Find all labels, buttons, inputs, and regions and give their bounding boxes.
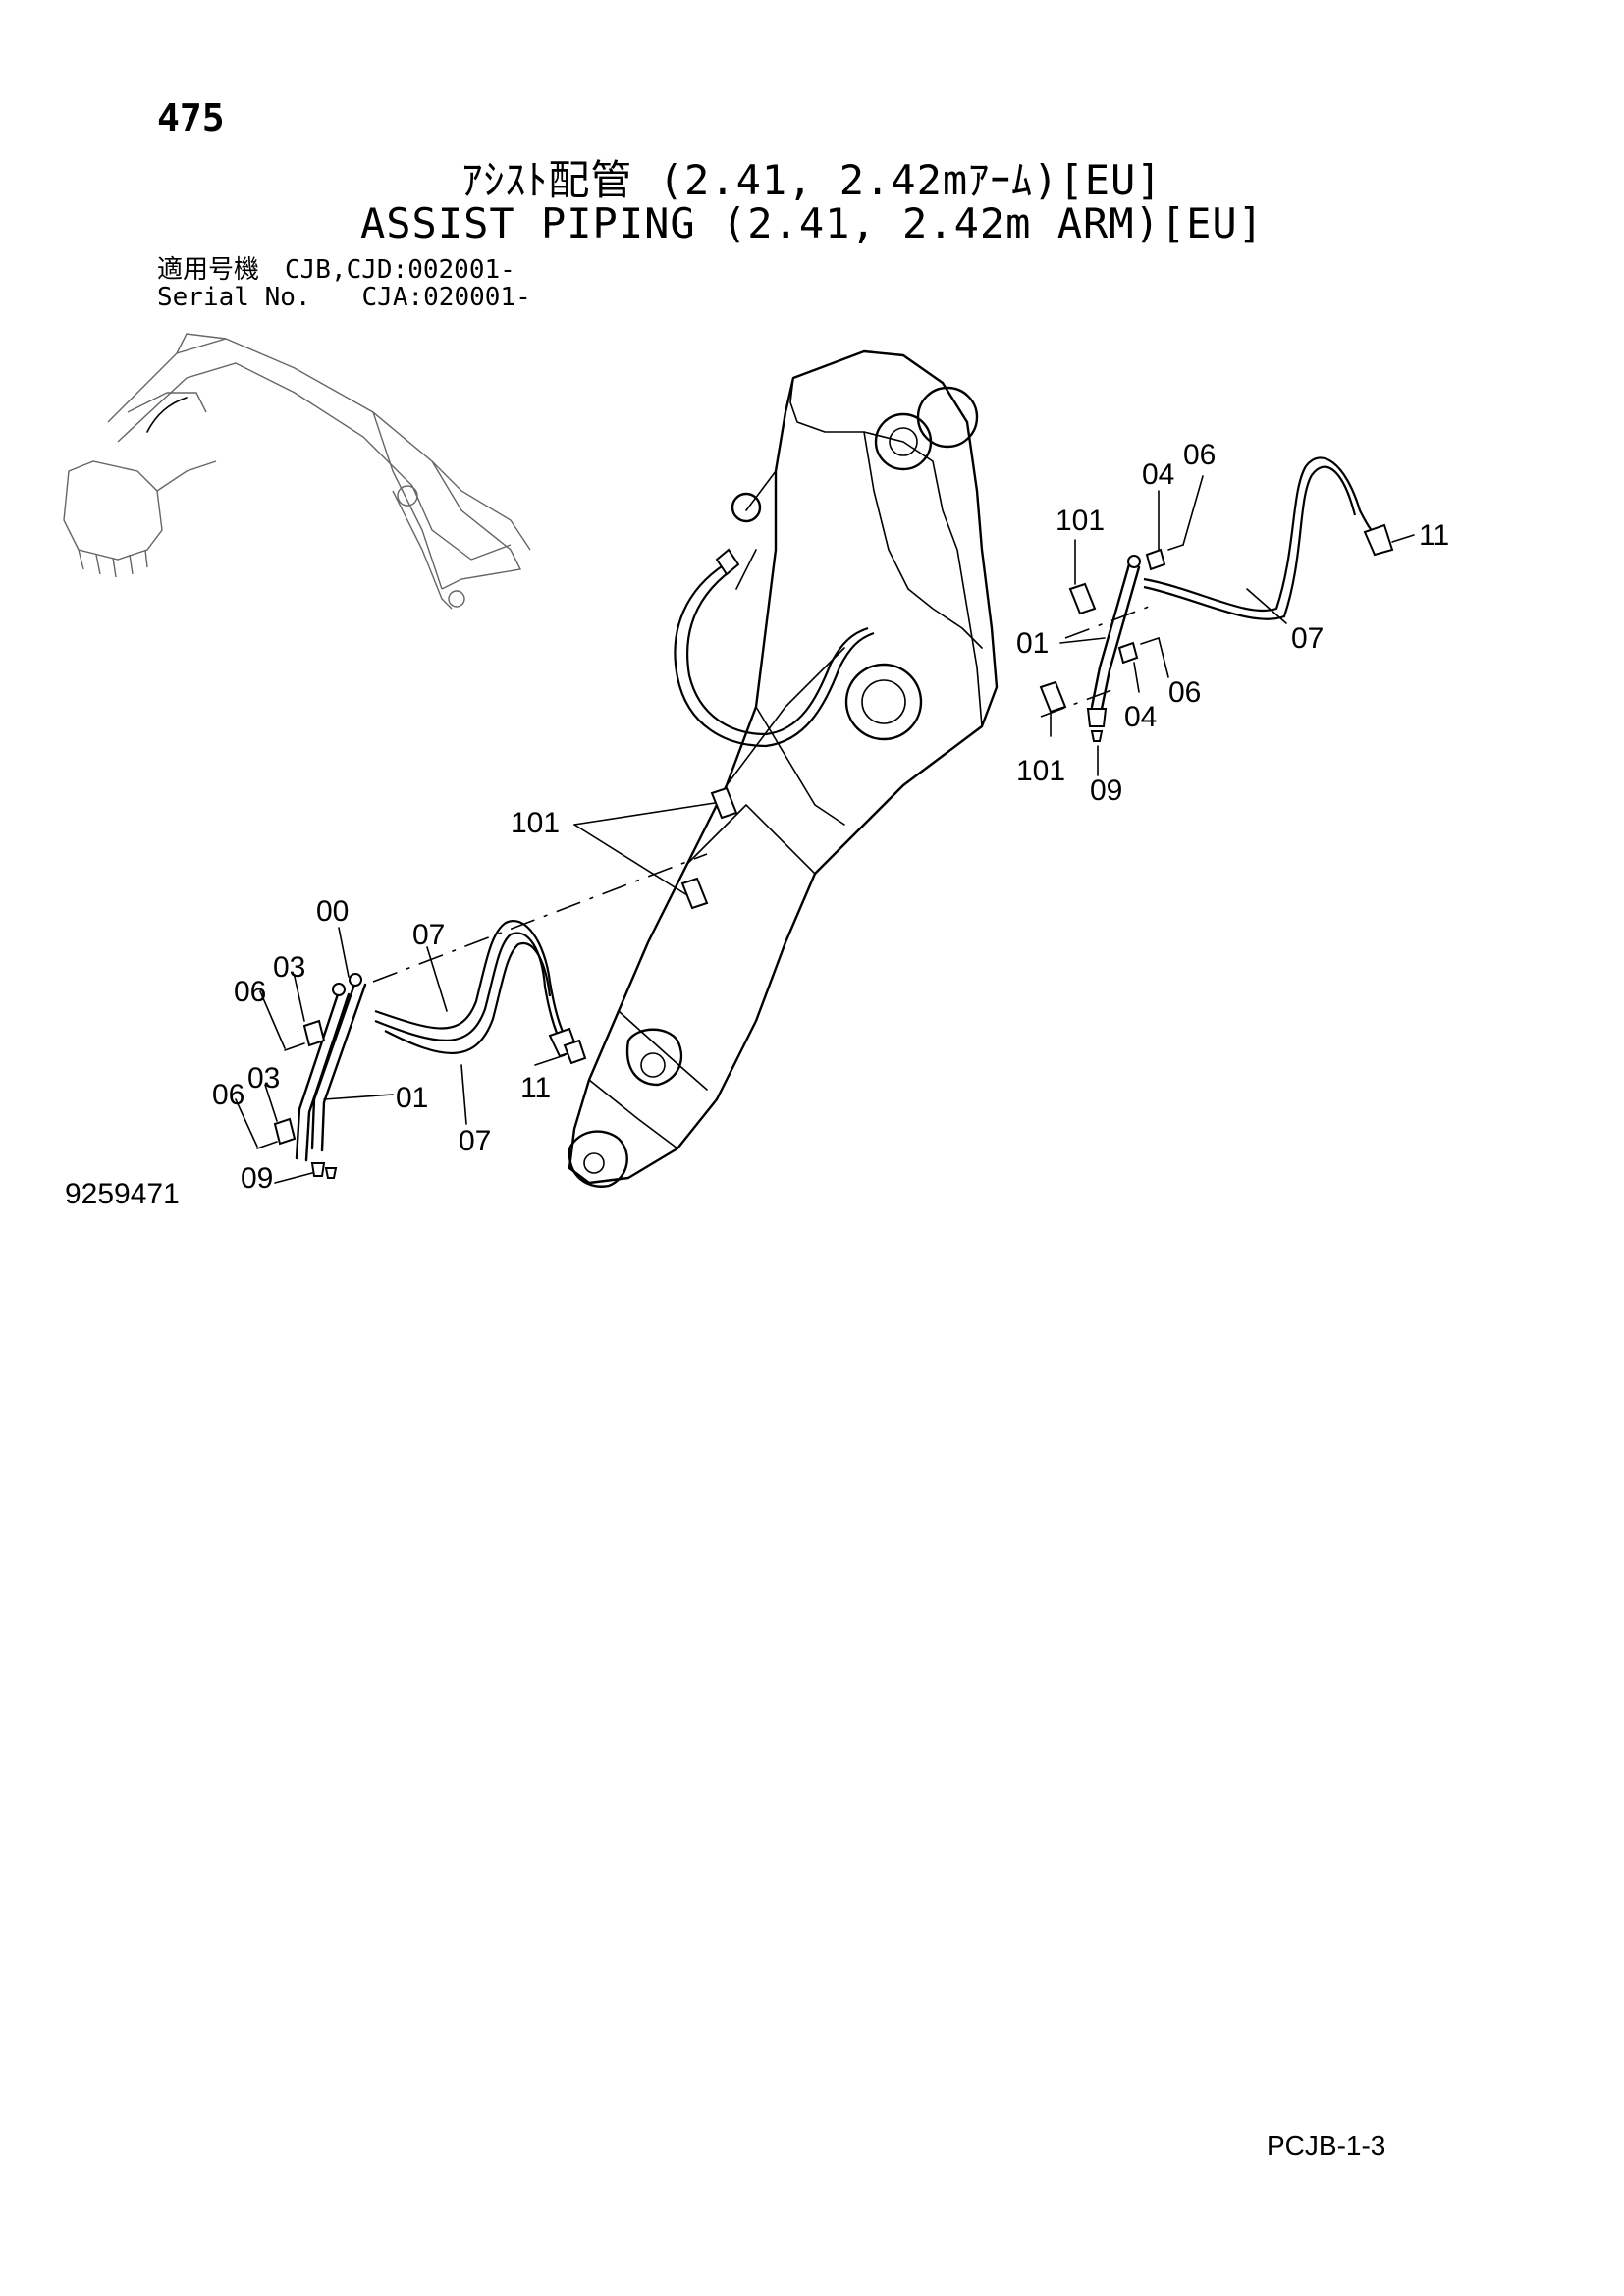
callout-01: 01 [1016, 627, 1049, 660]
callout-06: 06 [1183, 439, 1216, 471]
arm-body [568, 349, 999, 1188]
excavator-inset [63, 333, 531, 610]
callout-06: 06 [234, 976, 266, 1008]
callout-00: 00 [316, 895, 349, 928]
title-english: ASSIST PIPING (2.41, 2.42m ARM)[EU] [359, 199, 1264, 247]
callout-09: 09 [241, 1162, 273, 1195]
callout-101: 101 [511, 807, 560, 839]
callout-06: 06 [1168, 676, 1201, 709]
drawing-number: 9259471 [65, 1178, 180, 1210]
leader-lines [235, 475, 1415, 1184]
callout-07: 07 [1291, 622, 1324, 655]
right-detail [1039, 456, 1394, 742]
callout-101: 101 [1016, 755, 1065, 787]
page-code: PCJB-1-3 [1267, 2130, 1386, 2161]
callout-09: 09 [1090, 774, 1122, 807]
callout-04: 04 [1142, 458, 1174, 491]
callout-03: 03 [273, 951, 305, 984]
title-japanese: ｱｼｽﾄ配管 (2.41, 2.42mｱｰﾑ)[EU] [461, 156, 1163, 204]
center-clamps [372, 786, 738, 983]
callout-04: 04 [1124, 701, 1157, 733]
callout-labels: 06 04 101 11 07 01 06 04 101 09 101 00 0… [212, 439, 1449, 1195]
callout-03: 03 [247, 1062, 280, 1095]
callout-07: 07 [459, 1125, 491, 1157]
callout-101: 101 [1056, 505, 1105, 537]
applicable-models: 適用号機 CJB,CJD:002001- [157, 255, 515, 285]
callout-01: 01 [396, 1082, 428, 1114]
callout-07: 07 [412, 919, 445, 951]
serial-number: Serial No. CJA:020001- [157, 283, 531, 312]
callout-11: 11 [1419, 519, 1449, 552]
callout-06: 06 [212, 1079, 244, 1111]
left-detail [256, 920, 587, 1179]
page-number: 475 [157, 96, 225, 139]
callout-11: 11 [520, 1072, 551, 1104]
